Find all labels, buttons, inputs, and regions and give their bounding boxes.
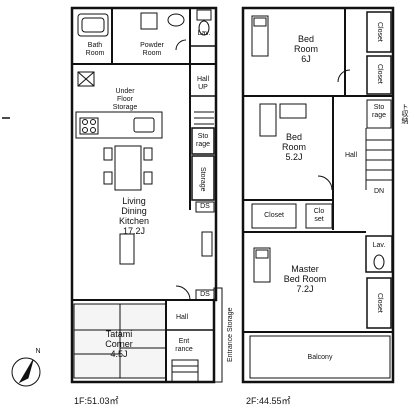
closet-3-label: Closet	[264, 212, 284, 219]
tatami-corner-label: Tatami Corner 4.5J	[105, 329, 133, 359]
ldk-label: Living Dining Kitchen 17.2J	[118, 196, 150, 236]
lav-2f-label: Lav.	[372, 242, 386, 249]
storage-small-label: Sto rage	[195, 133, 210, 148]
side-storage-label: ト収納	[401, 102, 408, 124]
lav-label: Lav.	[197, 30, 211, 37]
first-floor-area: 1F:51.03㎡	[74, 396, 119, 406]
powder-room-label: Powder Room	[140, 42, 164, 57]
second-floor-outer-wall	[241, 6, 395, 384]
balcony-label: Balcony	[307, 354, 333, 361]
hall-2f-label: Hall	[344, 152, 358, 159]
storage-2f-label: Sto rage	[371, 104, 386, 119]
bed-room-6j-label: Bed Room 6J	[293, 34, 318, 64]
ds-bottom-label: DS	[200, 291, 210, 298]
closet-1-label: Closet	[376, 22, 383, 42]
under-floor-storage-label: Under Floor Storage	[112, 88, 138, 111]
hall-up-label: Hall UP	[196, 76, 210, 91]
closet-4-label: Closet	[376, 293, 383, 313]
closet-2-label: Closet	[376, 64, 383, 84]
entrance-storage-label: Entrance Storage	[227, 307, 234, 363]
storage-tall-label: Storage	[199, 166, 206, 192]
bed-room-52j-label: Bed Room 5.2J	[281, 132, 306, 162]
master-bed-room-label: Master Bed Room 7.2J	[283, 264, 327, 294]
compass-north-label: N	[35, 348, 41, 355]
compass-rose	[11, 357, 41, 387]
closet-set-label: Clo set	[313, 208, 325, 223]
second-floor-area: 2F:44.55㎡	[246, 396, 291, 406]
entrance-label: Ent rance	[175, 338, 193, 353]
bath-room-label: Bath Room	[85, 42, 105, 57]
second-floor-plan	[241, 6, 395, 384]
first-floor-plan	[70, 6, 223, 384]
ds-top-label: DS	[200, 203, 210, 210]
hall-bottom-label: Hall	[175, 314, 189, 321]
dn-label: DN	[373, 188, 385, 195]
